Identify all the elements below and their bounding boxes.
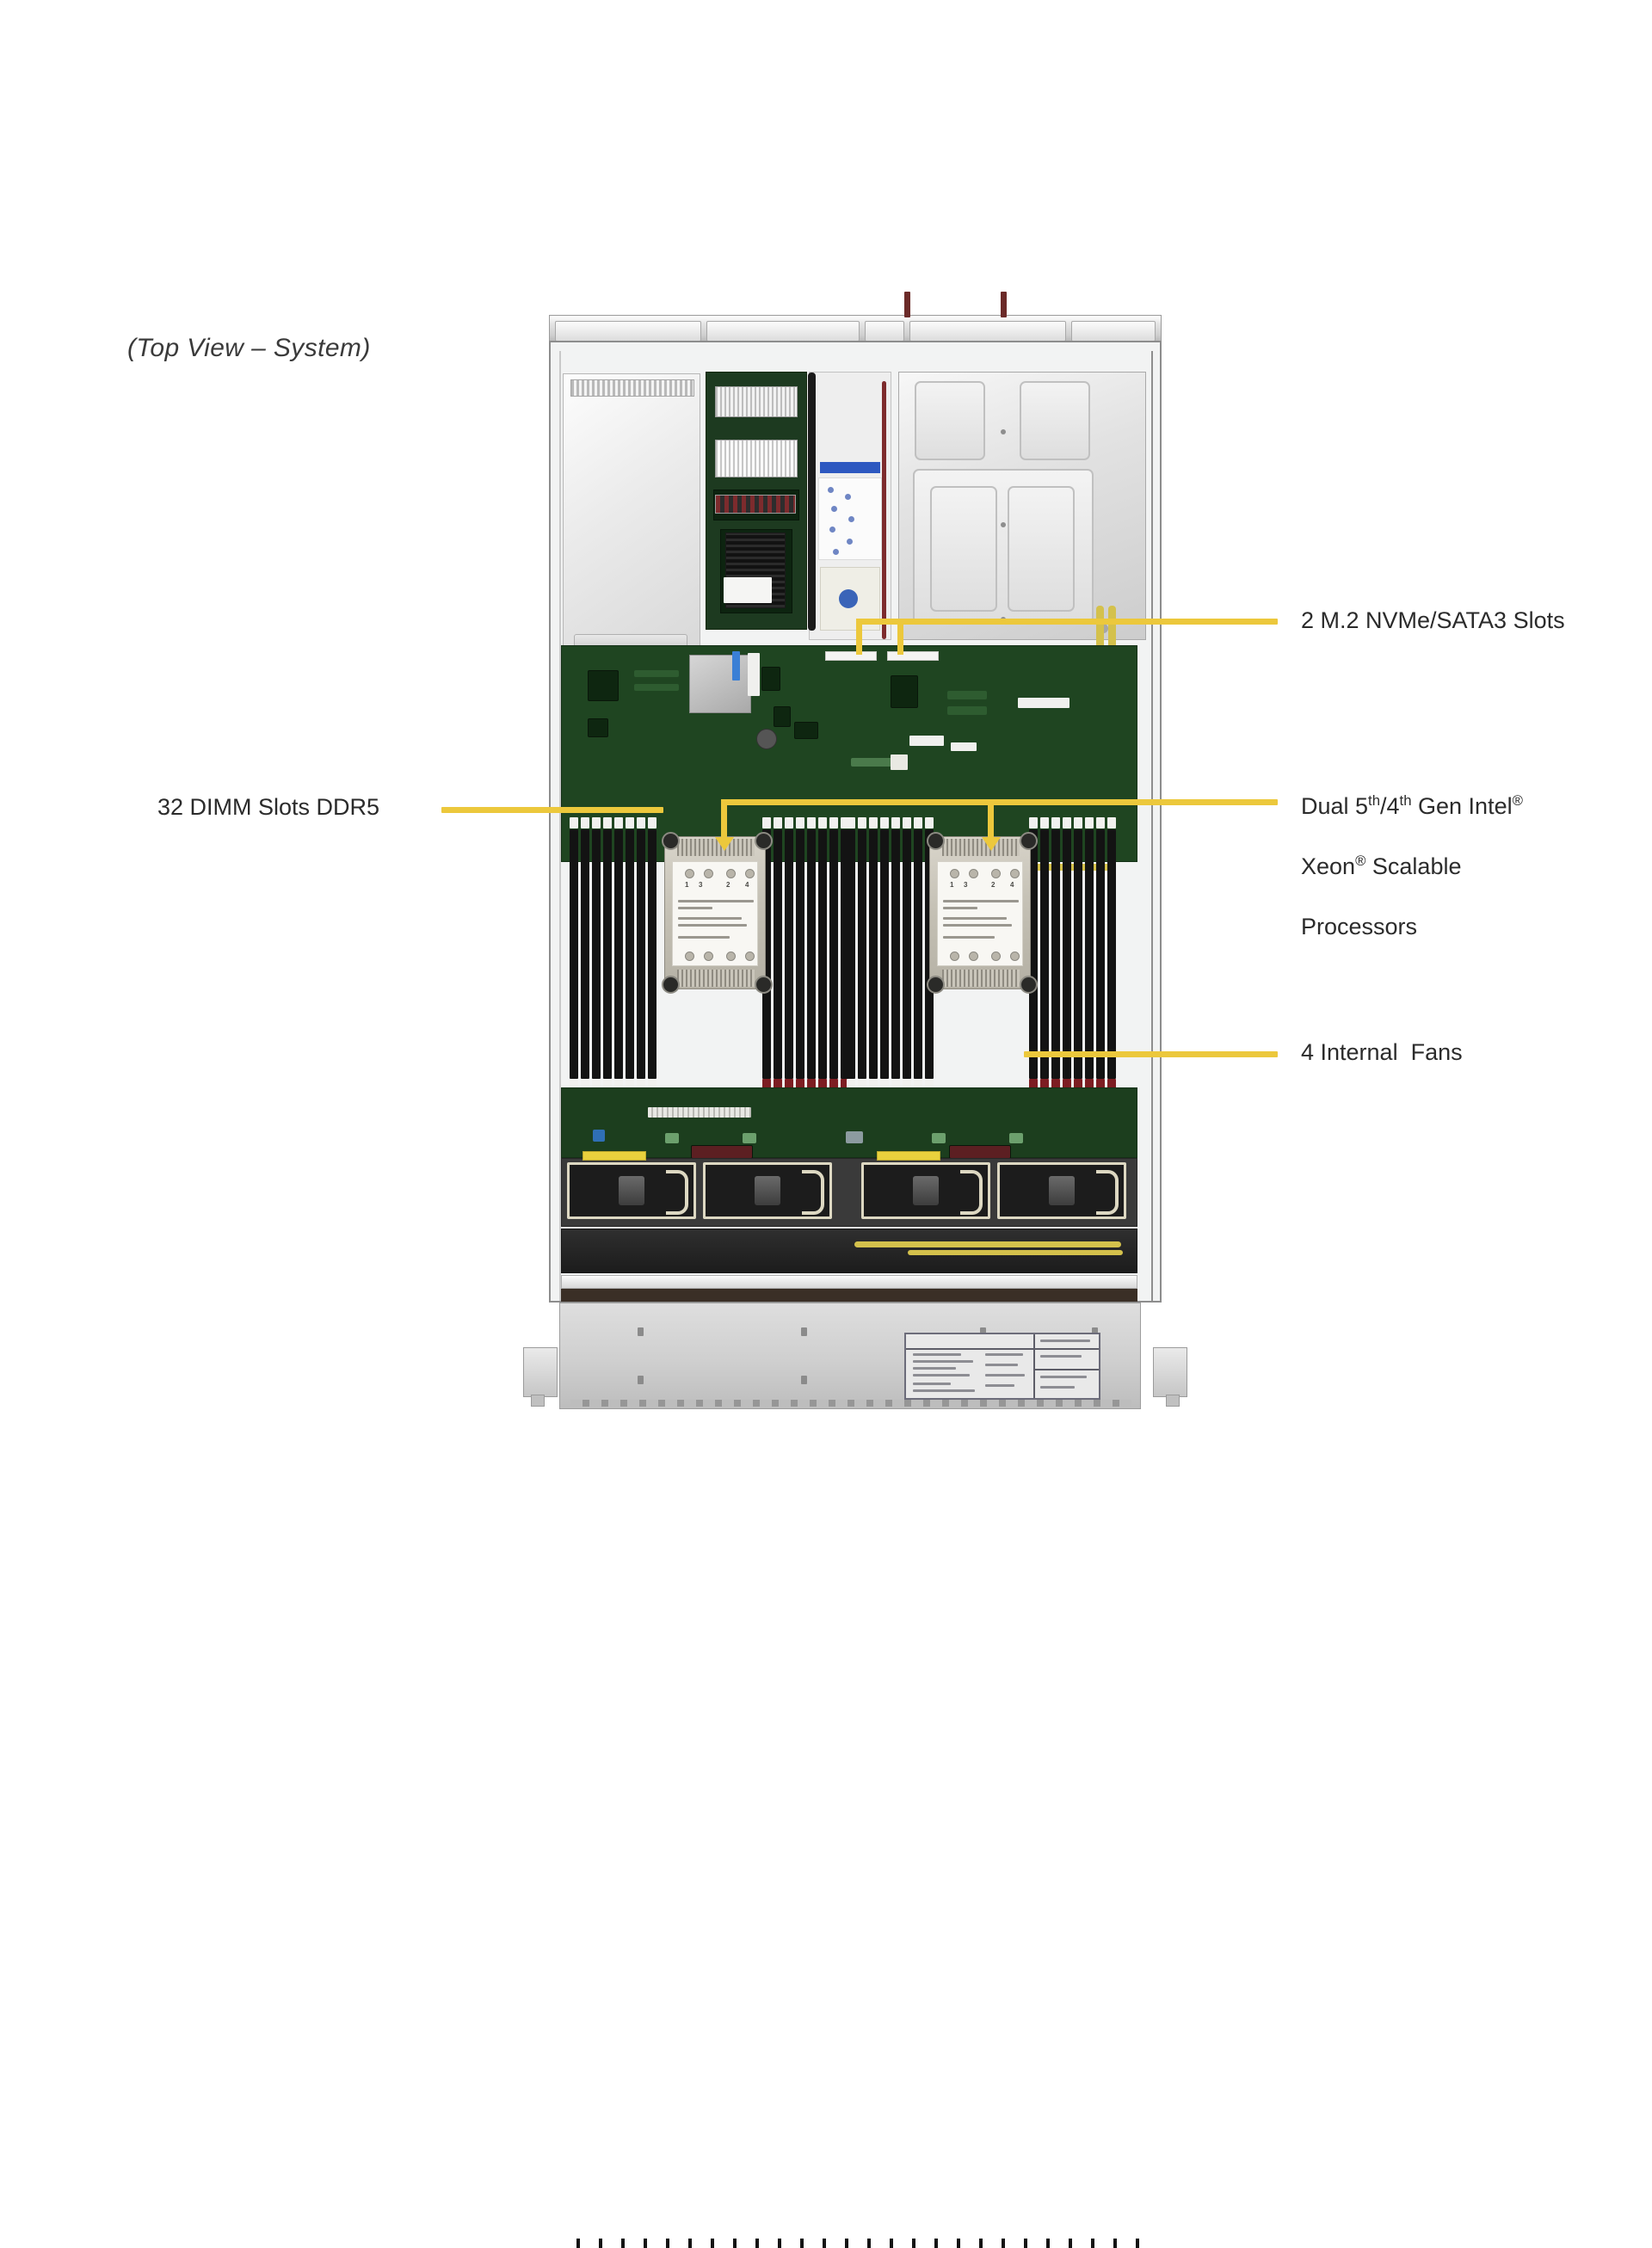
- cpu-install-label: 1 3 2 4: [937, 861, 1023, 966]
- component-sticker: [818, 477, 882, 560]
- leader-stub-cpu-1: [721, 799, 727, 841]
- backplane-connector-strip: [561, 1289, 1143, 2248]
- expansion-bay-cover: [563, 373, 700, 657]
- backplane-region: [561, 1229, 1137, 1273]
- diagram-canvas: (Top View – System): [127, 292, 1565, 2248]
- cpu-heatsink-1: 1 3 2 4: [662, 832, 773, 994]
- leader-arrow-cpu-2: [982, 837, 1001, 851]
- dimm-bank-p1-right: [762, 829, 849, 1079]
- fan-module-4: [997, 1162, 1126, 1219]
- callout-cpu-line-3: Processors: [1301, 914, 1418, 940]
- callout-cpu-line-1: Dual 5th/4th Gen Intel®: [1301, 792, 1523, 820]
- front-panel: [559, 1303, 1141, 1409]
- server-chassis-top-view: 1 3 2 4: [523, 292, 1187, 2248]
- dimm-bank-p1-left: [570, 829, 656, 1079]
- pcie-riser-assembly: [706, 372, 807, 630]
- leader-line-dimm: [441, 807, 663, 813]
- fan-module-1: [567, 1162, 696, 1219]
- leader-line-cpu-branch: [721, 799, 807, 805]
- leader-stub-m2-a: [856, 619, 862, 655]
- callout-m2-label: 2 M.2 NVMe/SATA3 Slots: [1301, 607, 1565, 633]
- m2-slot-1: [825, 651, 877, 661]
- fan-module-2: [703, 1162, 832, 1219]
- fan-module-3: [861, 1162, 990, 1219]
- rack-ear-left: [523, 1347, 558, 1407]
- leader-line-m2: [856, 619, 1278, 625]
- leader-line-cpu: [804, 799, 1278, 805]
- cpu-heatsink-2: 1 3 2 4: [927, 832, 1038, 994]
- callout-cpu-label: Dual 5th/4th Gen Intel® Xeon® Scalable P…: [1301, 761, 1523, 943]
- cpu-install-label: 1 3 2 4: [672, 861, 758, 966]
- vent-perforations: [570, 379, 694, 397]
- leader-arrow-cpu-1: [715, 837, 734, 851]
- chipset-heatsink: [689, 655, 751, 713]
- drive-bay-cover: [898, 372, 1146, 640]
- rack-ear-right: [1153, 1347, 1187, 1407]
- callout-cpu-line-2: Xeon® Scalable: [1301, 853, 1462, 880]
- backplane-bar: [561, 1275, 1137, 1289]
- chassis-shell: 1 3 2 4: [523, 341, 1187, 2248]
- dimm-bank-p2-left: [847, 829, 934, 1079]
- m2-slot-2: [887, 651, 939, 661]
- fan-wall: [561, 1151, 1137, 1227]
- leader-line-fans: [1024, 1051, 1278, 1057]
- cable-routing-channel: [808, 372, 891, 640]
- motherboard-front-edge: [561, 1087, 1137, 1159]
- dimm-bank-p2-right: [1029, 829, 1116, 1079]
- callout-dimm-label: 32 DIMM Slots DDR5: [157, 794, 380, 820]
- leader-stub-m2-b: [897, 619, 903, 655]
- callout-fans-label: 4 Internal Fans: [1301, 1039, 1463, 1065]
- rear-panel: [549, 292, 1162, 344]
- compliance-label: [904, 1333, 1100, 1400]
- leader-stub-cpu-2: [988, 799, 994, 841]
- page-title: (Top View – System): [127, 334, 371, 362]
